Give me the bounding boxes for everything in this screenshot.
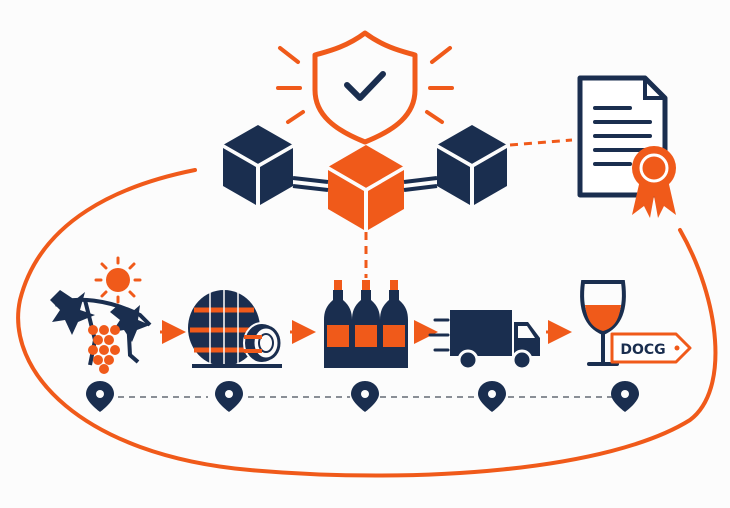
cube-icon <box>436 125 508 206</box>
location-pin-icon <box>86 381 114 412</box>
docg-tag-label: DOCG <box>620 342 665 358</box>
wine-glass-icon <box>580 280 626 366</box>
cube-to-certificate-link <box>509 138 573 147</box>
location-pin-icon <box>478 381 506 412</box>
award-ribbon-icon <box>632 146 676 218</box>
wine-bottles-icon <box>324 280 408 368</box>
traceability-loop <box>16 168 718 478</box>
location-pin-icon <box>351 381 379 412</box>
grapevine-icon <box>50 290 152 366</box>
shield-check-icon <box>312 30 418 145</box>
delivery-truck-icon <box>428 310 540 371</box>
location-pin-icon <box>215 381 243 412</box>
sun-icon <box>94 256 142 304</box>
grape-cluster-icon <box>88 325 120 374</box>
shield-glow-rays <box>276 46 454 124</box>
wine-barrels-icon <box>188 290 282 368</box>
location-pin-icon <box>611 381 639 412</box>
block-links <box>292 176 438 192</box>
docg-tag: DOCG <box>610 332 692 364</box>
cube-icon <box>222 125 294 206</box>
cube-icon <box>327 145 405 231</box>
